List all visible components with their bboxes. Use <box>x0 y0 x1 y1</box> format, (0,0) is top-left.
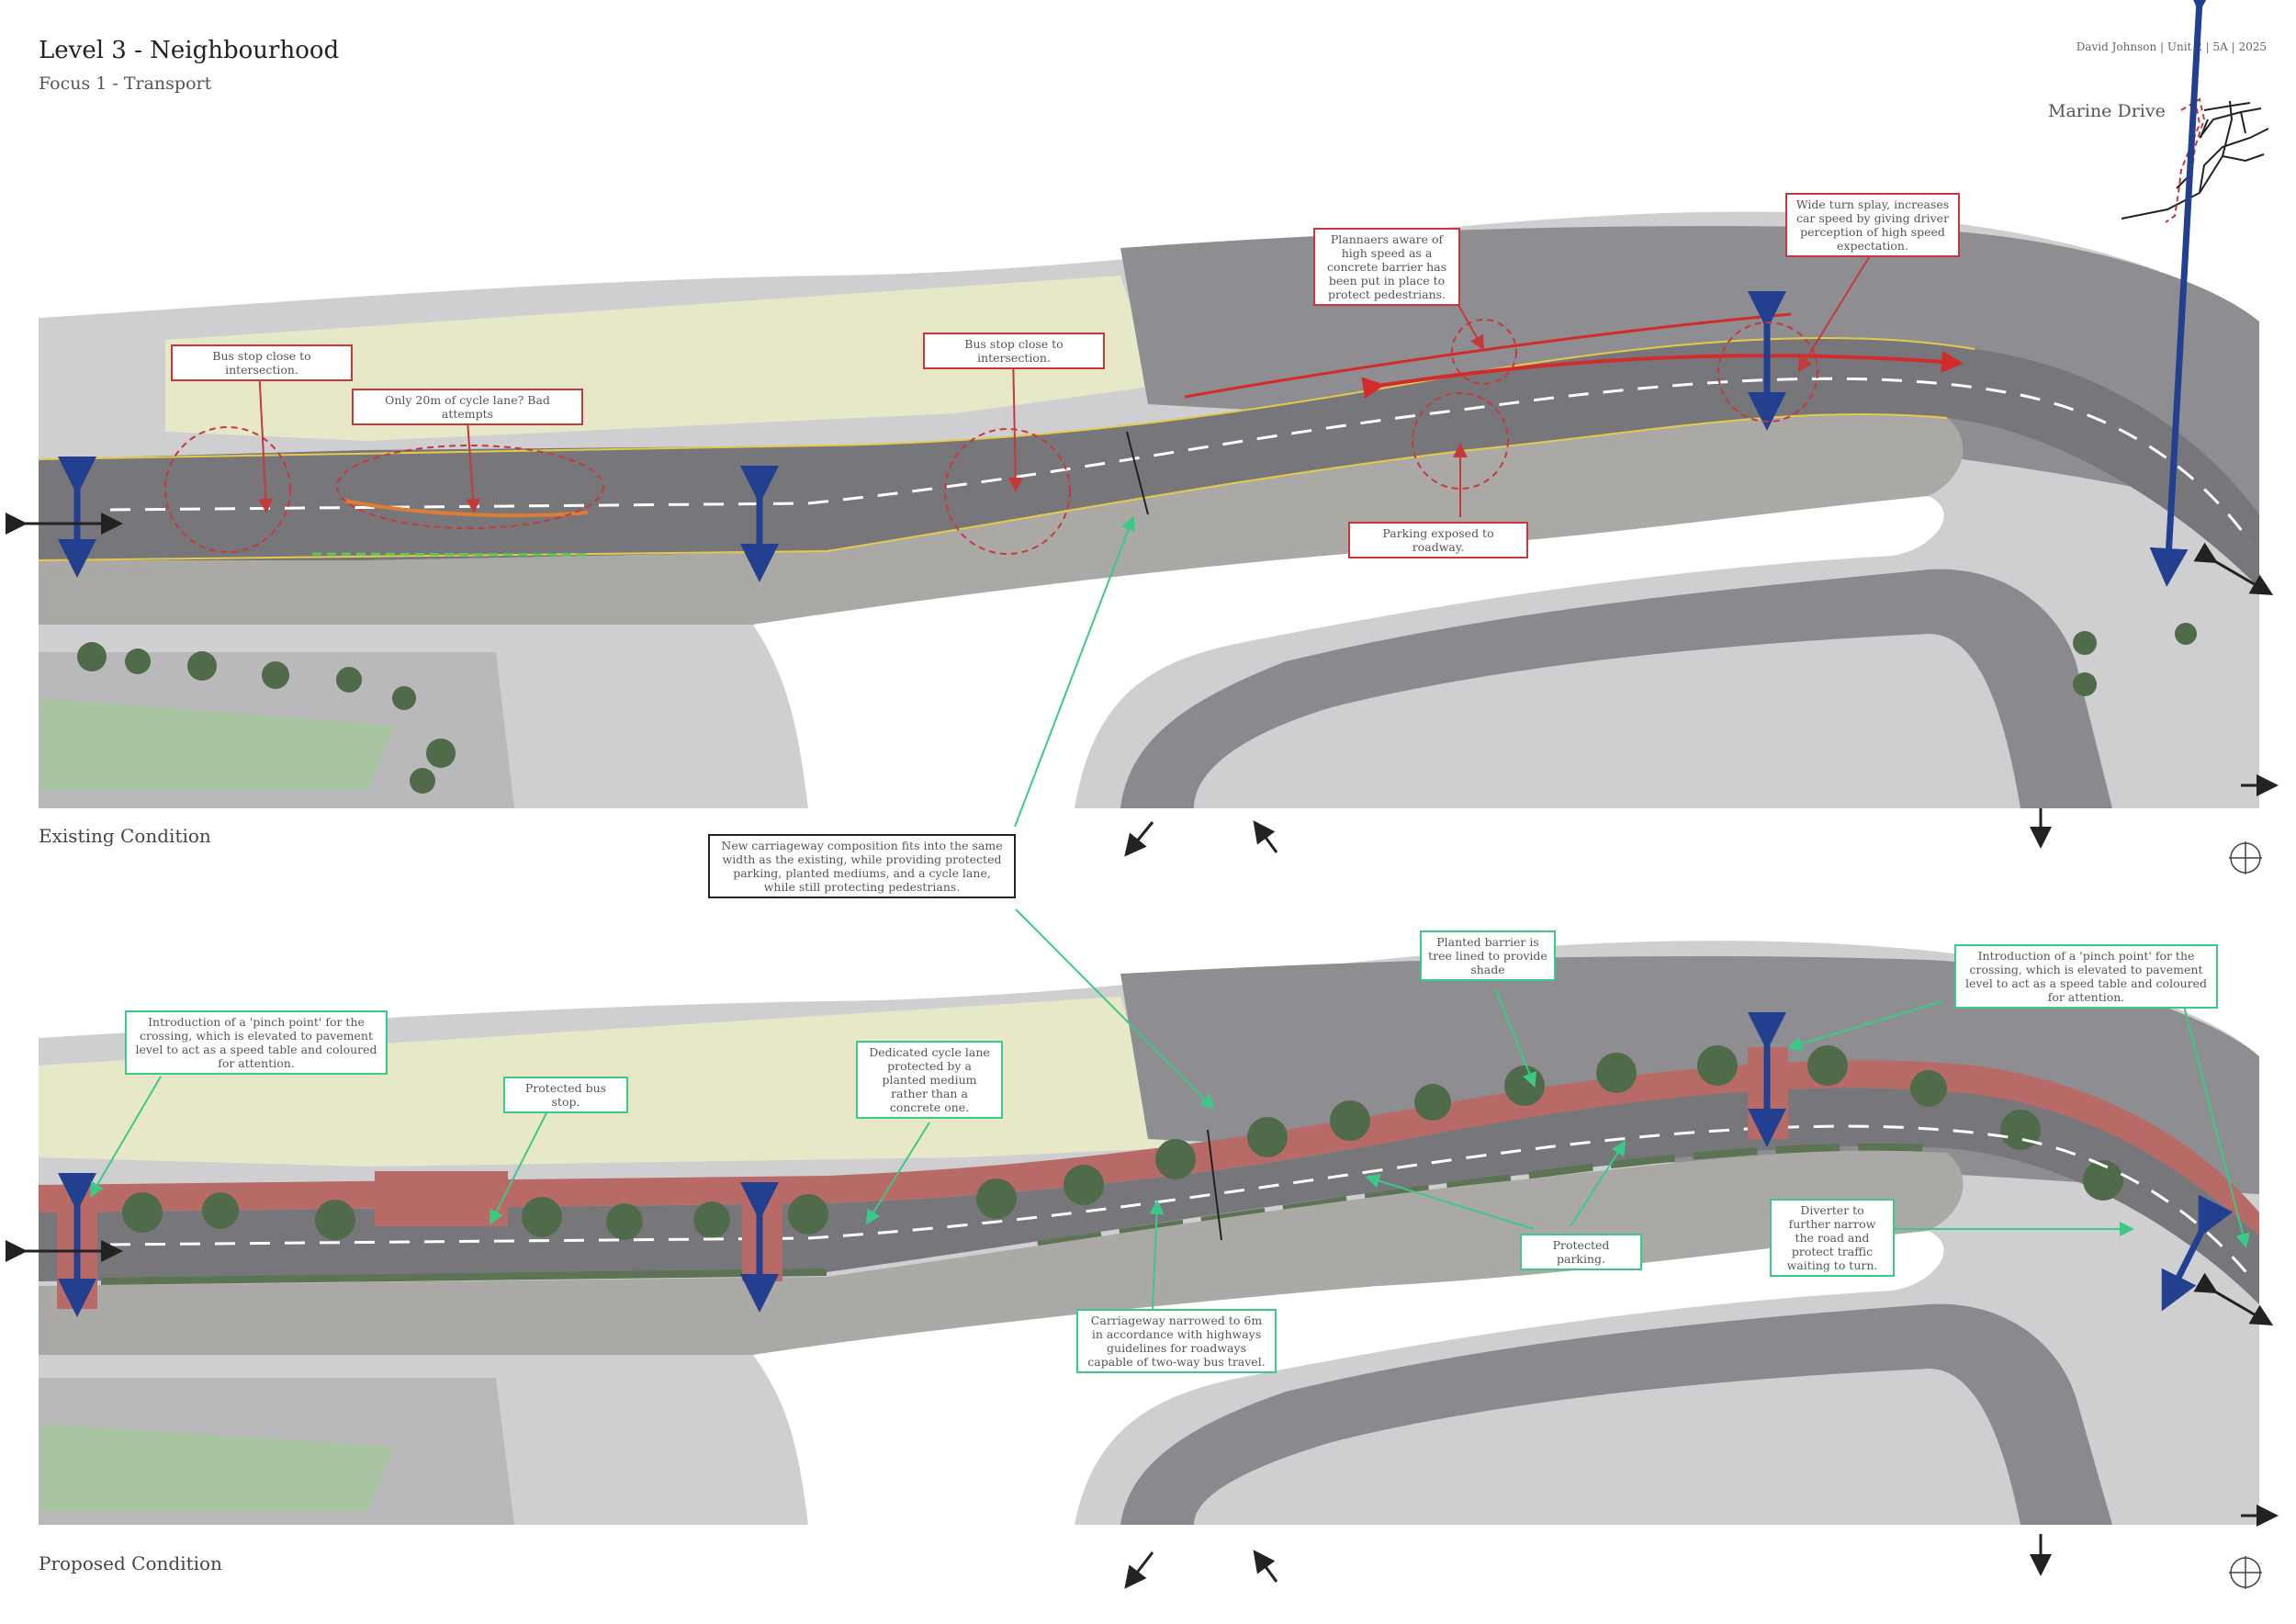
note-pinch-point-right: Introduction of a 'pinch point' for the … <box>1954 944 2218 1009</box>
note-protected-parking: Protected parking. <box>1520 1234 1642 1270</box>
carriageway <box>39 337 2259 588</box>
note-bus-stop-2: Bus stop close to intersection. <box>923 333 1105 369</box>
note-carriageway-narrowed: Carriageway narrowed to 6m in accordance… <box>1076 1309 1277 1373</box>
note-protected-bus-stop: Protected bus stop. <box>503 1077 628 1113</box>
note-bus-stop-1: Bus stop close to intersection. <box>171 344 353 381</box>
note-pinch-point-left: Introduction of a 'pinch point' for the … <box>125 1010 388 1075</box>
south-pavement <box>39 1150 1964 1355</box>
note-summary: New carriageway composition fits into th… <box>708 834 1016 898</box>
side-road <box>1120 1303 2112 1525</box>
existing-condition-label: Existing Condition <box>39 825 211 847</box>
note-concrete-barrier: Plannaers aware of high speed as a concr… <box>1313 228 1460 306</box>
north-arrow-icon <box>2229 841 2262 874</box>
white-plot <box>753 1231 1944 1525</box>
note-parking-exposed: Parking exposed to roadway. <box>1348 522 1528 558</box>
note-planted-barrier: Planted barrier is tree lined to provide… <box>1420 930 1556 981</box>
south-pavement <box>39 413 1964 625</box>
pond <box>41 698 395 790</box>
bus-stop-platform <box>375 1171 508 1226</box>
note-cycle-lane-proposed: Dedicated cycle lane protected by a plan… <box>856 1041 1003 1119</box>
pond <box>41 1424 395 1511</box>
side-road <box>1120 569 2112 808</box>
carriageway <box>39 1088 2259 1304</box>
proposed-condition-label: Proposed Condition <box>39 1552 222 1574</box>
minimap-label: Marine Drive <box>2048 101 2166 121</box>
existing-plan <box>6 0 2279 874</box>
page-title: Level 3 - Neighbourhood <box>39 37 340 64</box>
note-turn-splay: Wide turn splay, increases car speed by … <box>1785 193 1960 257</box>
cycle-lane <box>39 1060 2259 1235</box>
page-subtitle: Focus 1 - Transport <box>39 73 212 94</box>
note-diverter: Diverter to further narrow the road and … <box>1770 1199 1895 1277</box>
north-arrow-icon <box>2229 1556 2262 1589</box>
note-cycle-lane: Only 20m of cycle lane? Bad attempts <box>352 389 583 425</box>
